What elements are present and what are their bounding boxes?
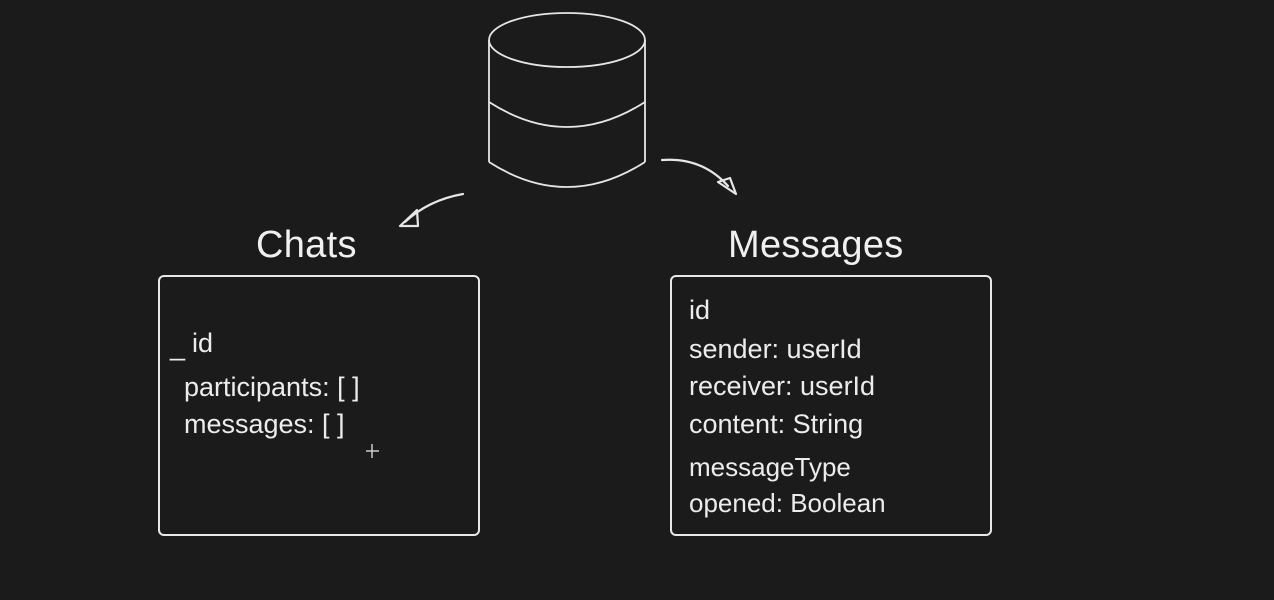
- messages-title: Messages: [728, 224, 904, 266]
- chats-id-prefix: _: [170, 331, 186, 361]
- messages-field-id: id: [689, 295, 711, 325]
- messages-field-sender: sender: userId: [689, 334, 862, 364]
- chats-field-messages: messages: [ ]: [184, 409, 345, 439]
- arrow-to-chats: [398, 192, 465, 228]
- messages-field-messagetype: messageType: [689, 452, 851, 482]
- chats-field-participants: participants: [ ]: [184, 372, 360, 402]
- chats-box: [158, 275, 480, 536]
- crosshair-cursor-icon: [366, 444, 379, 458]
- messages-field-content: content: String: [689, 409, 864, 439]
- chats-field-id: id: [192, 328, 214, 358]
- messages-field-receiver: receiver: userId: [689, 371, 876, 401]
- arrow-to-messages: [660, 158, 738, 196]
- database-cylinder-icon: [488, 12, 646, 188]
- messages-box: [670, 275, 992, 536]
- chats-title: Chats: [256, 224, 357, 266]
- messages-field-opened: opened: Boolean: [689, 488, 886, 518]
